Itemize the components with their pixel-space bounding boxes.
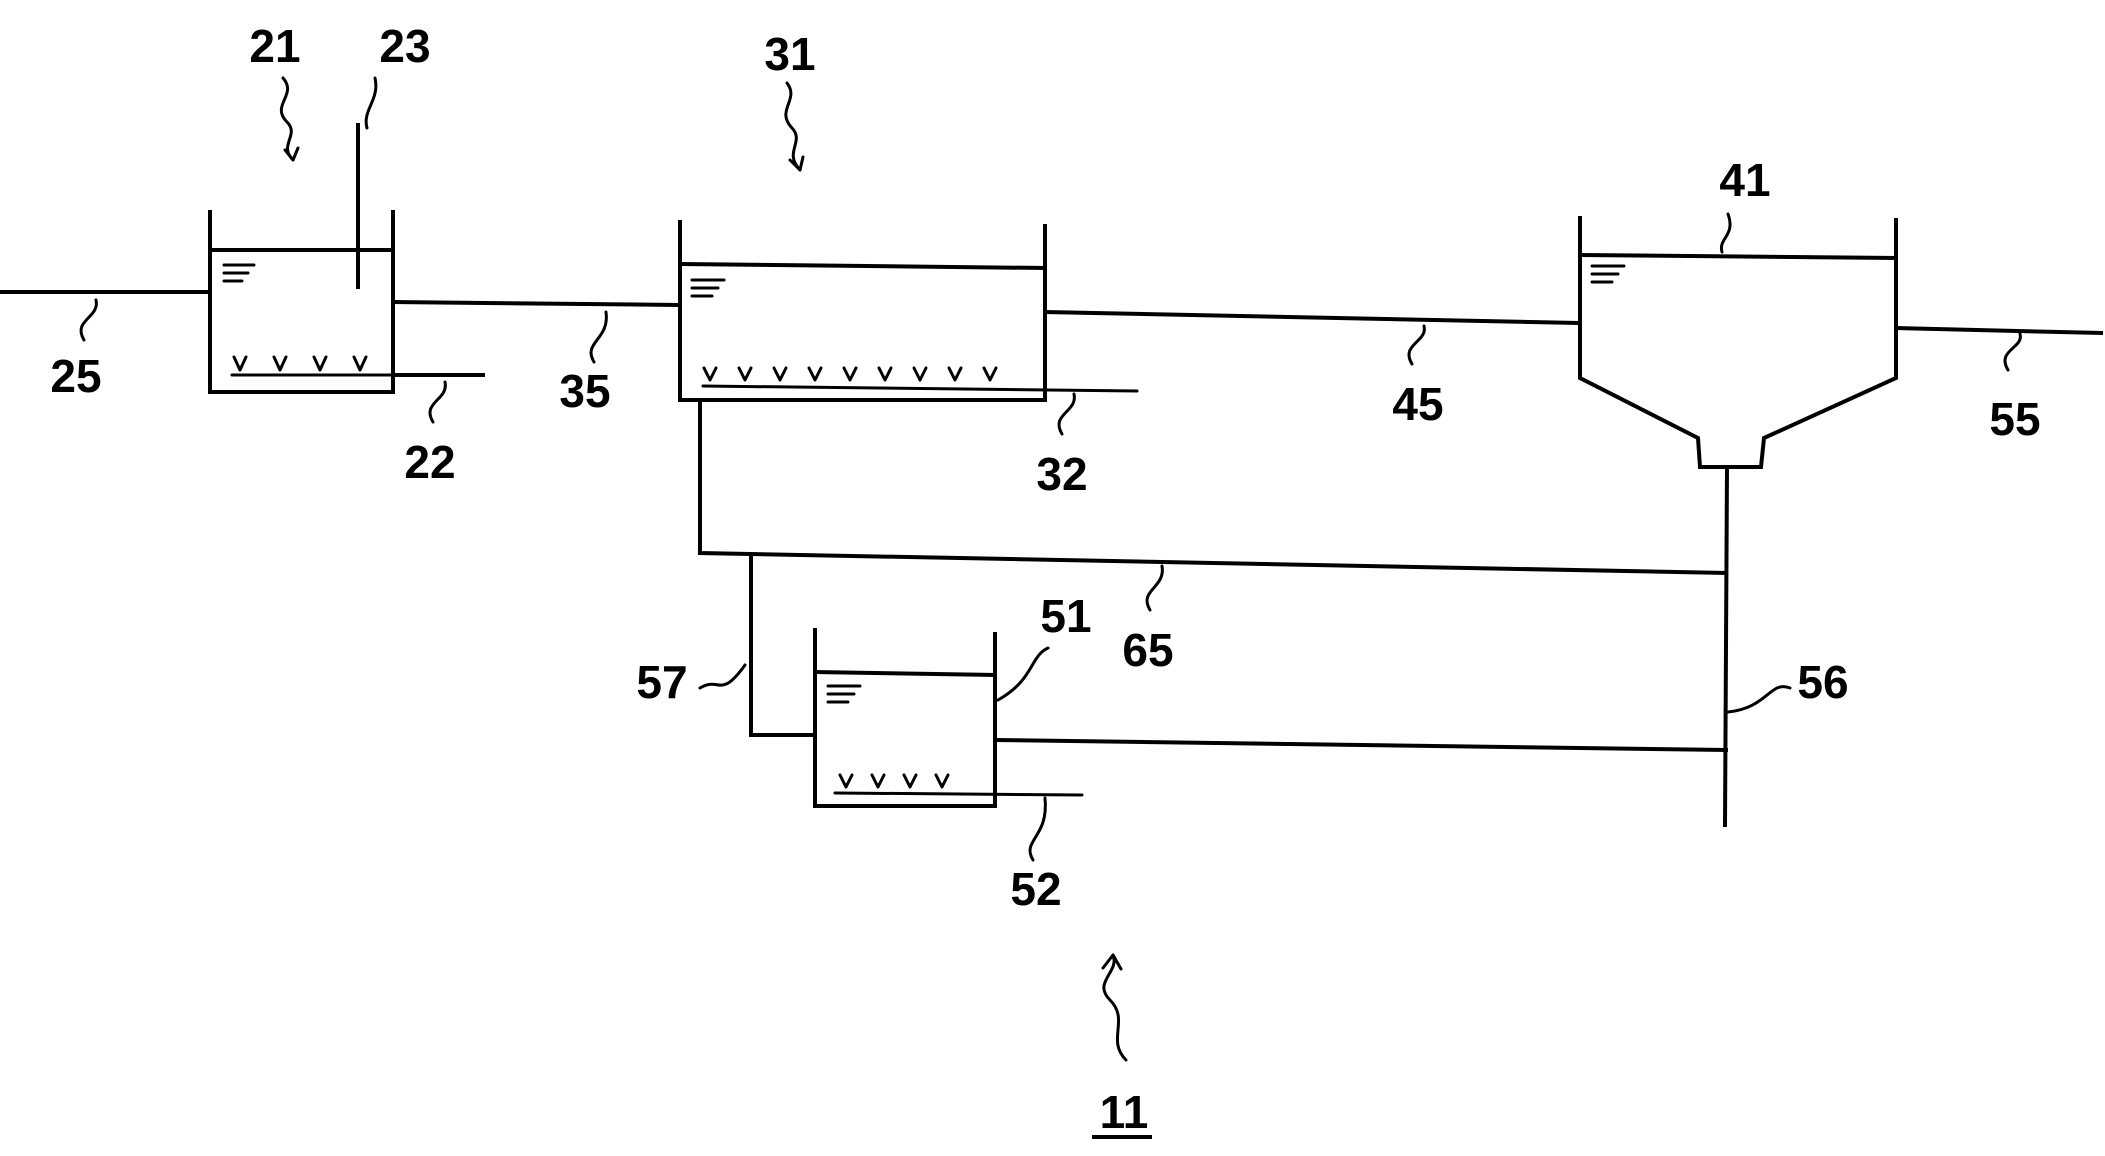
- leader-65: [1145, 564, 1164, 612]
- label-11: 11: [1100, 1086, 1149, 1138]
- arrowhead-21: [283, 146, 300, 162]
- label-65: 65: [1122, 624, 1173, 676]
- label-52: 52: [1010, 863, 1061, 915]
- label-35: 35: [559, 365, 610, 417]
- leader-21: [279, 76, 295, 162]
- label-21: 21: [249, 20, 300, 72]
- arrowhead-31: [788, 155, 805, 172]
- label-31: 31: [764, 28, 815, 80]
- leader-56: [1726, 685, 1792, 714]
- pipe-57: [749, 555, 817, 737]
- pipe-56: [1722, 464, 1730, 828]
- clarifier-41-water-line: [1577, 252, 1899, 261]
- label-55: 55: [1989, 393, 2040, 445]
- leader-32: [1057, 392, 1076, 436]
- pipe-return-from-51: [992, 737, 1729, 753]
- label-23: 23: [379, 20, 430, 72]
- pipe-35: [390, 299, 681, 308]
- tank-21-water-level-icon: [222, 263, 256, 283]
- tank-21: [208, 210, 410, 394]
- tank-31-water-line: [677, 261, 1048, 271]
- leader-11: [1102, 953, 1128, 1062]
- leader-31: [784, 81, 802, 172]
- label-57: 57: [636, 656, 687, 708]
- pipe-45: [1042, 309, 1580, 326]
- pipe-65: [698, 398, 1729, 576]
- leader-35: [589, 310, 608, 364]
- tank-51-water-level-icon: [826, 684, 862, 704]
- tank-31-diffuser-icon: [701, 366, 1139, 393]
- tank-21-diffuser-icon: [230, 355, 410, 377]
- leader-52: [1028, 796, 1047, 862]
- pipe-55: [1893, 325, 2104, 336]
- tank-51-water-line: [812, 669, 998, 678]
- label-41: 41: [1719, 154, 1770, 206]
- leader-51: [996, 646, 1050, 702]
- label-22: 22: [404, 436, 455, 488]
- label-32: 32: [1036, 448, 1087, 500]
- tank-51: [812, 628, 1084, 808]
- leader-22: [428, 380, 447, 424]
- tank-31-water-level-icon: [690, 278, 726, 298]
- leader-55: [2003, 332, 2022, 372]
- clarifier-41-water-level-icon: [1590, 264, 1626, 284]
- arrowhead-11: [1101, 953, 1123, 971]
- leader-45: [1407, 324, 1426, 366]
- label-45: 45: [1392, 378, 1443, 430]
- clarifier-41: [1577, 216, 1899, 469]
- label-56: 56: [1797, 656, 1848, 708]
- leader-57: [698, 663, 747, 690]
- label-51: 51: [1040, 590, 1091, 642]
- leader-41: [1719, 212, 1732, 254]
- leader-25: [79, 298, 98, 342]
- label-25: 25: [50, 350, 101, 402]
- leader-23: [364, 76, 378, 130]
- tank-51-diffuser-icon: [833, 773, 1084, 797]
